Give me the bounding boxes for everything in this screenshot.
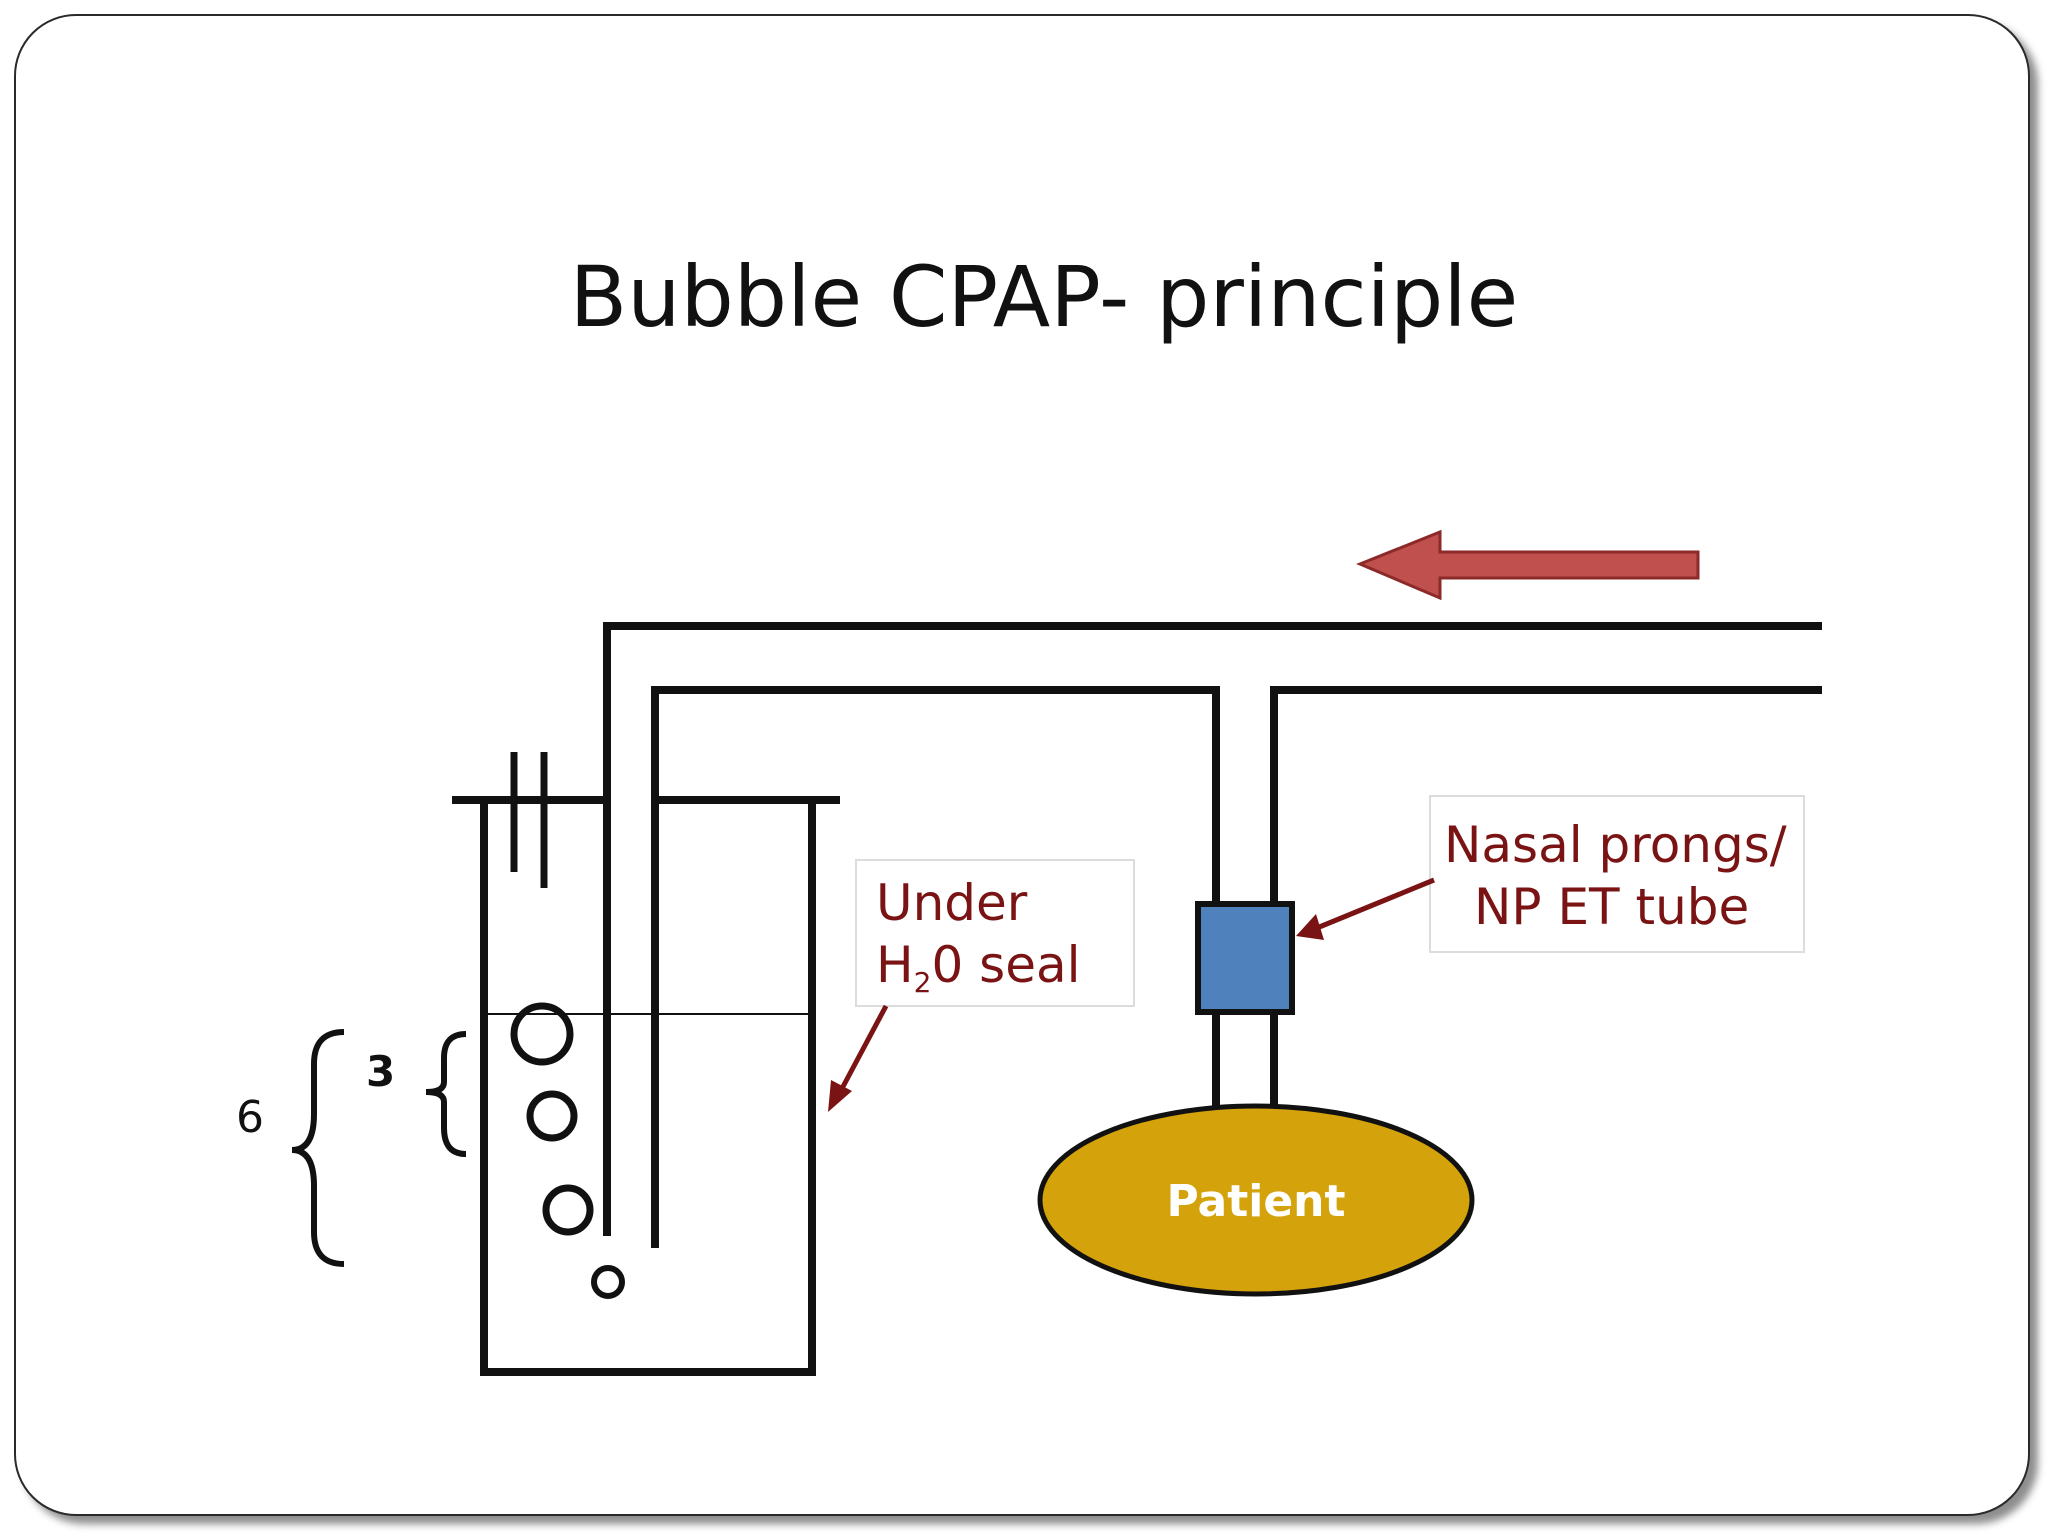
water-seal-label-line2: H20 seal [876,936,1081,999]
bubble-small [591,1265,625,1299]
bubble-large [510,1002,574,1066]
water-seal-pointer-head [828,1080,852,1112]
nasal-pointer-head [1296,914,1324,940]
slide [14,14,2030,1516]
nasal-callout-box [1429,795,1805,953]
depth-brace-outer [291,1029,345,1267]
left-arrow-icon [1356,529,1700,601]
inner-tube-line [651,686,1220,1248]
slide-title: Bubble CPAP- principle [569,248,1519,346]
water-container [480,800,816,1376]
patient-ellipse [1037,1103,1475,1297]
water-seal-label-line1: Under [876,874,1028,932]
nasal-pointer [1311,877,1435,933]
outer-tube-line [603,622,1822,1236]
water-seal-pointer [835,1004,889,1098]
nasal-label-line1: Nasal prongs/ [1444,816,1787,874]
depth-label-outer: 6 [236,1092,264,1143]
patient-label: Patient [1166,1176,1345,1227]
bubble-medium [526,1090,578,1142]
nasal-interface-box [1195,901,1295,1015]
nasal-label-line2: NP ET tube [1474,878,1749,936]
depth-brace-inner [425,1031,467,1157]
bubble-medium-2 [542,1184,594,1236]
depth-label-inner: 3 [366,1047,395,1096]
water-seal-callout-box [855,859,1135,1007]
